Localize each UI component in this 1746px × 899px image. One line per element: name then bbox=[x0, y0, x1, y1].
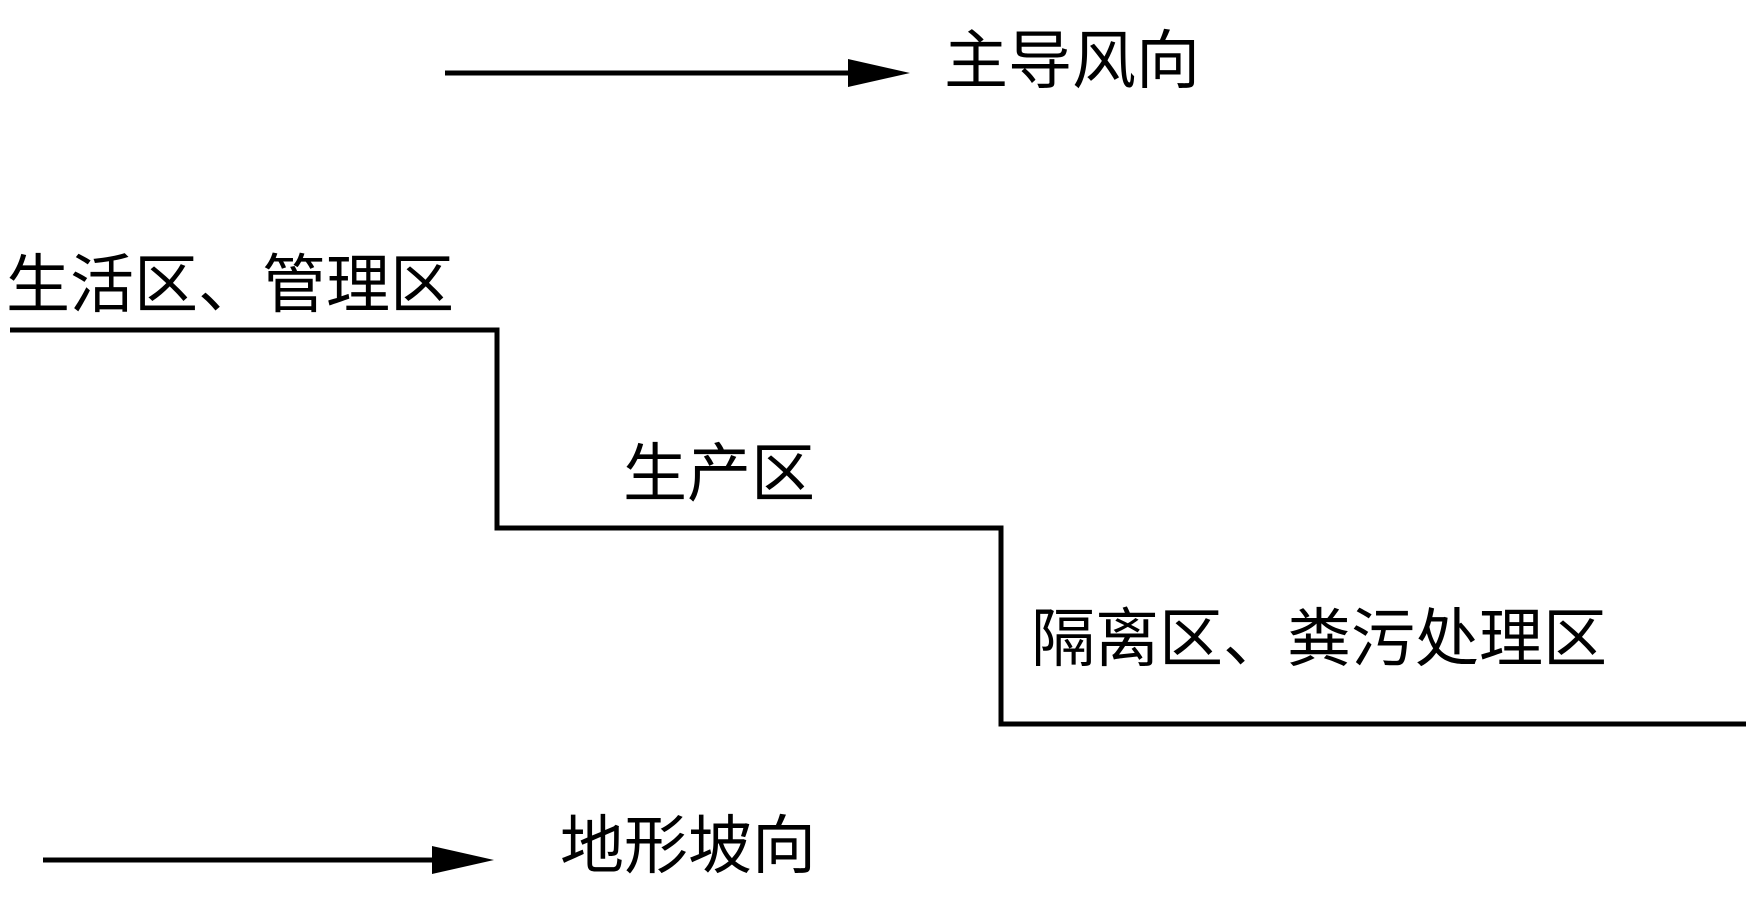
zone-label-living-management: 生活区、管理区 bbox=[6, 249, 454, 323]
zone-label-isolation-waste: 隔离区、粪污处理区 bbox=[1031, 603, 1607, 677]
wind-direction-label: 主导风向 bbox=[944, 25, 1200, 99]
terrain-step-profile bbox=[10, 327, 1746, 727]
wind-direction-arrow-icon bbox=[445, 59, 910, 87]
terrain-slope-arrow-icon bbox=[43, 846, 494, 874]
zone-label-production: 生产区 bbox=[623, 438, 815, 512]
terrain-slope-label: 地形坡向 bbox=[560, 810, 816, 884]
